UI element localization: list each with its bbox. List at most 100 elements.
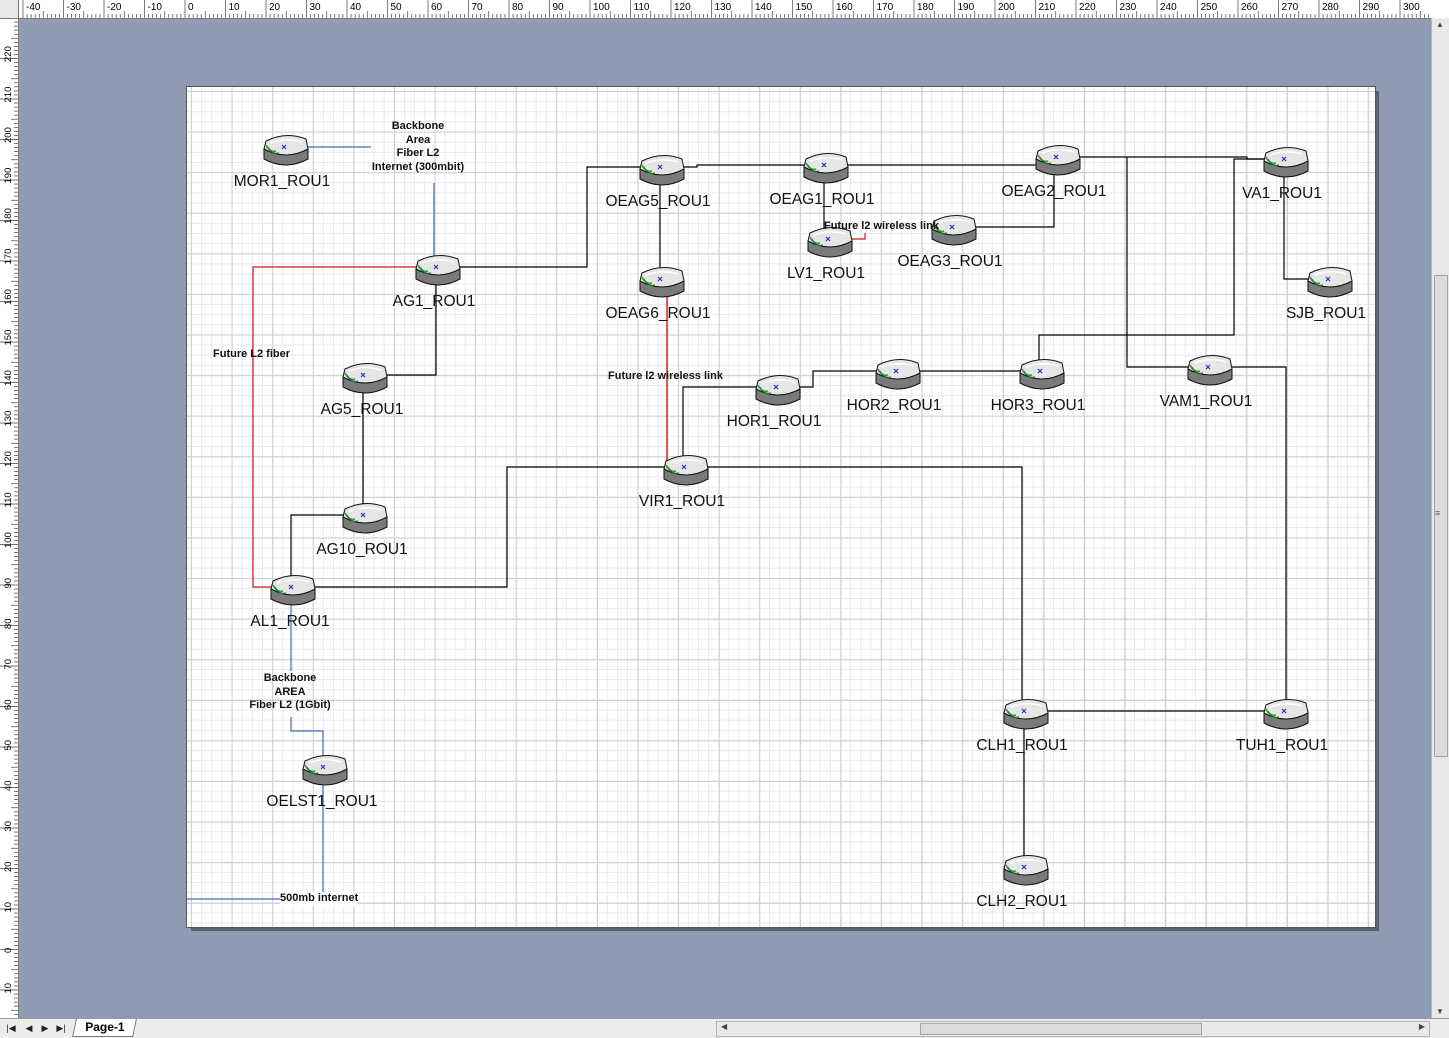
ruler-top-label: 40	[350, 2, 362, 13]
router-icon[interactable]	[342, 503, 388, 534]
note-future-l2-fiber[interactable]: Future L2 fiber	[213, 348, 291, 360]
scroll-up-icon[interactable]: ▲	[1436, 20, 1444, 29]
note-backbone-1gbit[interactable]: Backbone AREA Fiber L2 (1Gbit)	[249, 672, 330, 713]
router-label-ag1[interactable]: AG1_ROU1	[392, 293, 476, 310]
router-icon[interactable]	[1307, 267, 1353, 298]
router-label-al1[interactable]: AL1_ROU1	[250, 613, 330, 630]
router-icon[interactable]	[1035, 145, 1081, 176]
note-line: Internet (300mbit)	[371, 160, 465, 173]
ruler-top-label: 290	[1363, 2, 1380, 13]
router-icon[interactable]	[1263, 699, 1309, 730]
router-icon[interactable]	[875, 359, 921, 390]
router-icon[interactable]	[415, 255, 461, 286]
ruler-left-label: 0	[3, 948, 14, 953]
router-icon[interactable]	[803, 153, 849, 184]
vertical-scrollbar[interactable]: ▲ ≡ ▼	[1431, 18, 1449, 1018]
ruler-top-label: 100	[593, 2, 610, 13]
router-label-oeag1[interactable]: OEAG1_ROU1	[769, 191, 875, 208]
router-icon[interactable]	[663, 455, 709, 486]
ruler-top-label: 190	[958, 2, 975, 13]
ruler-left-label: 130	[3, 411, 14, 427]
router-label-oeag6[interactable]: OEAG6_ROU1	[605, 305, 711, 322]
last-page-icon[interactable]: ▶|	[56, 1023, 66, 1033]
router-label-hor2[interactable]: HOR2_ROU1	[846, 397, 942, 414]
connection-point-icon	[288, 584, 294, 590]
router-highlight	[276, 579, 310, 584]
router-icon[interactable]	[639, 155, 685, 186]
router-icon[interactable]	[755, 375, 801, 406]
ruler-top-label: 220	[1079, 2, 1096, 13]
ruler-top-label: 10	[229, 2, 241, 13]
router-label-mor1[interactable]: MOR1_ROU1	[233, 173, 331, 190]
connection-point-icon	[825, 236, 831, 242]
router-led	[306, 766, 319, 774]
connection-point-icon	[773, 384, 779, 390]
router-label-oelst1[interactable]: OELST1_ROU1	[266, 793, 378, 810]
scroll-left-icon[interactable]: ◀	[721, 1022, 728, 1031]
note-future-wireless-vir1[interactable]: Future l2 wireless link	[608, 370, 723, 382]
router-label-ag5[interactable]: AG5_ROU1	[320, 401, 404, 418]
router-label-lv1[interactable]: LV1_ROU1	[786, 265, 866, 282]
note-500mb-internet[interactable]: 500mb internet	[280, 892, 359, 906]
router-label-oeag3[interactable]: OEAG3_ROU1	[897, 253, 1003, 270]
router-icon[interactable]	[931, 215, 977, 246]
router-icon[interactable]	[270, 575, 316, 606]
connection-point-icon	[1205, 364, 1211, 370]
next-page-icon[interactable]: ▶	[41, 1023, 49, 1033]
router-icon[interactable]	[302, 755, 348, 786]
router-label-sjb[interactable]: SJB_ROU1	[1285, 305, 1367, 322]
first-page-icon[interactable]: |◀	[6, 1023, 16, 1033]
note-line: Fiber L2	[396, 147, 440, 159]
ruler-top-label: 260	[1241, 2, 1258, 13]
horizontal-scrollbar[interactable]: ◀ ▶	[716, 1021, 1430, 1037]
ruler-left-label: 200	[3, 127, 14, 143]
router-label-clh1[interactable]: CLH1_ROU1	[976, 737, 1068, 754]
note-backbone-300mbit[interactable]: Backbone Area Fiber L2 Internet (300mbit…	[372, 120, 464, 174]
link-ag1-ag5	[363, 267, 437, 376]
ruler-top-label: -30	[67, 2, 82, 13]
note-line: Fiber L2 (1Gbit)	[249, 699, 331, 711]
router-label-hor3[interactable]: HOR3_ROU1	[990, 397, 1086, 414]
scroll-right-icon[interactable]: ▶	[1418, 1022, 1425, 1031]
router-label-hor1[interactable]: HOR1_ROU1	[726, 413, 822, 430]
ruler-left-label: 80	[3, 618, 14, 629]
router-label-vir1[interactable]: VIR1_ROU1	[638, 493, 726, 510]
router-highlight	[1009, 859, 1043, 864]
router-label-clh2[interactable]: CLH2_ROU1	[976, 893, 1068, 910]
router-label-ag10[interactable]: AG10_ROU1	[316, 541, 408, 558]
router-led	[346, 374, 359, 382]
ruler-top-label: 200	[998, 2, 1015, 13]
router-icon[interactable]	[807, 227, 853, 258]
router-label-vam1[interactable]: VAM1_ROU1	[1159, 393, 1253, 410]
ruler-top-label: -20	[107, 2, 122, 13]
router-label-oeag5[interactable]: OEAG5_ROU1	[605, 193, 711, 210]
ruler-top-label: 300	[1403, 2, 1420, 13]
router-icon[interactable]	[342, 363, 388, 394]
router-led	[274, 586, 287, 594]
router-icon[interactable]	[1003, 699, 1049, 730]
router-label-oeag2[interactable]: OEAG2_ROU1	[1001, 183, 1107, 200]
router-highlight	[937, 219, 971, 224]
router-icon[interactable]	[1187, 355, 1233, 386]
horizontal-scroll-thumb[interactable]	[920, 1023, 1202, 1035]
tab-page-1[interactable]: Page-1	[72, 1019, 138, 1037]
scroll-down-icon[interactable]: ▼	[1436, 1007, 1444, 1016]
router-icon[interactable]	[1003, 855, 1049, 886]
router-icon[interactable]	[263, 135, 309, 166]
ruler-top-label: 230	[1120, 2, 1137, 13]
drawing-page[interactable]: MOR1_ROU1 AG1_ROU1 AG5_ROU1 AG10_ROU1 AL…	[186, 86, 1376, 928]
vertical-scroll-thumb[interactable]	[1434, 275, 1448, 757]
router-icon[interactable]	[639, 267, 685, 298]
router-label-tuh1[interactable]: TUH1_ROU1	[1235, 737, 1329, 754]
router-icon[interactable]	[1019, 359, 1065, 390]
ruler-corner	[0, 0, 19, 19]
ruler-left-label: 180	[3, 208, 14, 224]
previous-page-icon[interactable]: ◀	[25, 1023, 33, 1033]
router-led	[1311, 278, 1324, 286]
connection-point-icon	[320, 764, 326, 770]
note-future-wireless-lv1[interactable]: Future l2 wireless link	[824, 220, 939, 232]
router-highlight	[1193, 359, 1227, 364]
connection-point-icon	[821, 162, 827, 168]
router-icon[interactable]	[1263, 147, 1309, 178]
router-label-va1[interactable]: VA1_ROU1	[1242, 185, 1322, 202]
